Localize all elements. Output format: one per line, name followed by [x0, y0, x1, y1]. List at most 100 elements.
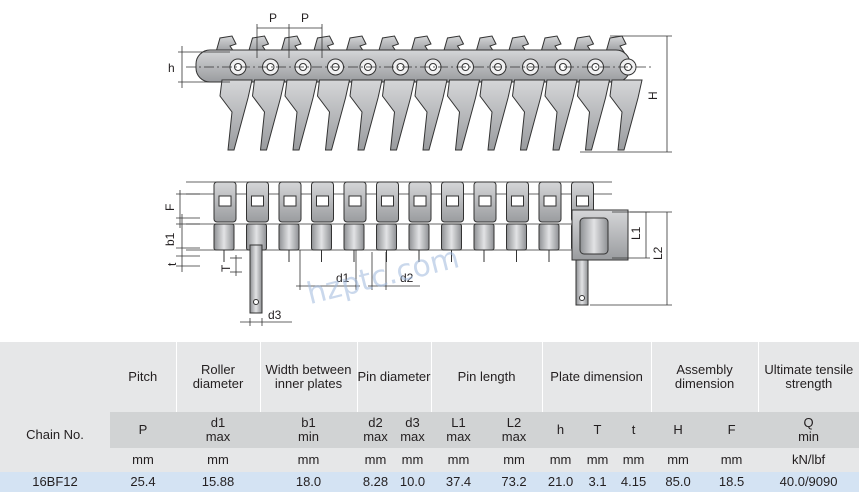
cell-h: 21.0 [542, 472, 580, 492]
unit-h: mm [542, 448, 580, 472]
h-label: h [168, 61, 175, 75]
top-plate-hole [316, 195, 329, 207]
cell-H: 85.0 [651, 472, 706, 492]
unit-T: mm [579, 448, 617, 472]
top-plate-hole [576, 195, 589, 207]
roller [473, 223, 495, 251]
d3-label: d3 [268, 308, 282, 322]
header-roller-diameter: Roller diameter [176, 342, 261, 412]
cell-pitch: 25.4 [110, 472, 176, 492]
header-pin-length: Pin length [431, 342, 543, 412]
top-plate-hole [543, 195, 557, 207]
d2-label: d2 [400, 271, 414, 285]
cell-chain-no: 16BF12 [0, 472, 110, 492]
cell-d2: 8.28 [357, 472, 394, 492]
sym-P: P [110, 412, 176, 448]
lower-blade [544, 79, 578, 151]
side-view: P P h H [168, 11, 672, 153]
lower-blade [479, 79, 513, 151]
chain-drawing: P P h H [163, 11, 672, 326]
spec-table: Chain No. Pitch Roller diameter Width be… [0, 342, 859, 492]
header-plate-dimension: Plate dimension [542, 342, 652, 412]
L1-label: L1 [629, 226, 643, 240]
lower-blade [284, 79, 318, 151]
sym-T: T [579, 412, 617, 448]
cell-Q: 40.0/9090 [758, 472, 859, 492]
table-row: 16BF12 25.4 15.88 18.0 8.28 10.0 37.4 73… [0, 472, 859, 492]
lower-blade [414, 79, 448, 151]
unit-P: mm [110, 448, 176, 472]
cell-width-inner-plates: 18.0 [260, 472, 357, 492]
unit-L1: mm [431, 448, 487, 472]
roller [538, 223, 560, 251]
unit-H: mm [651, 448, 706, 472]
header-pitch: Pitch [110, 342, 177, 412]
cell-roller-diameter: 15.88 [176, 472, 260, 492]
lower-blade [316, 79, 351, 151]
t-label: t [165, 262, 179, 266]
b1-label: b1 [163, 232, 177, 246]
roller [506, 223, 527, 251]
roller [408, 223, 430, 251]
top-plate-hole [446, 195, 459, 207]
unit-t: mm [616, 448, 652, 472]
roller [213, 223, 235, 251]
sym-h: h [542, 412, 580, 448]
unit-Q: kN/lbf [758, 448, 859, 472]
lower-blade [219, 79, 253, 151]
cell-T: 3.1 [579, 472, 617, 492]
top-plate-hole [218, 195, 232, 207]
cell-t: 4.15 [616, 472, 652, 492]
lower-blade [349, 79, 383, 151]
d1-label: d1 [336, 271, 350, 285]
top-plate-hole [348, 195, 362, 207]
unit-d3: mm [394, 448, 432, 472]
lower-blade [381, 79, 416, 151]
unit-d1: mm [176, 448, 260, 472]
header-assembly-dimension: Assembly dimension [651, 342, 759, 412]
roller [343, 223, 365, 251]
pitch-label-1: P [269, 11, 277, 25]
roller [311, 223, 332, 251]
lower-blade [511, 79, 546, 151]
cell-L1: 37.4 [431, 472, 487, 492]
watermark: hzptc.com [303, 240, 463, 312]
sym-t: t [616, 412, 652, 448]
top-plate-hole [511, 195, 524, 207]
top-plate-hole [251, 195, 264, 207]
pitch-label-2: P [301, 11, 309, 25]
unit-d2: mm [357, 448, 394, 472]
sym-H: H [651, 412, 706, 448]
lower-blade [251, 79, 286, 151]
top-plate-hole [413, 195, 427, 207]
roller [278, 223, 300, 251]
extended-pin-left [249, 244, 263, 314]
L2-label: L2 [651, 246, 665, 260]
T-label: T [219, 264, 233, 272]
F-label: F [163, 204, 177, 211]
cell-L2: 73.2 [486, 472, 543, 492]
lower-blade [609, 79, 643, 151]
lower-blade [576, 79, 611, 151]
top-plate-hole [381, 195, 394, 207]
top-view: F b1 t T d1 d2 d3 L1 L2 [163, 181, 672, 326]
top-plate-hole [478, 195, 492, 207]
top-plate-hole [283, 195, 297, 207]
lower-blade [446, 79, 481, 151]
cell-F: 18.5 [705, 472, 759, 492]
header-pin-diameter: Pin diameter [357, 342, 432, 412]
header-tensile-strength: Ultimate tensile strength [758, 342, 859, 412]
sym-F: F [705, 412, 759, 448]
roller [376, 223, 397, 251]
unit-b1: mm [260, 448, 357, 472]
header-width-inner-plates: Width between inner plates [260, 342, 358, 412]
cell-d3: 10.0 [394, 472, 432, 492]
unit-L2: mm [486, 448, 543, 472]
